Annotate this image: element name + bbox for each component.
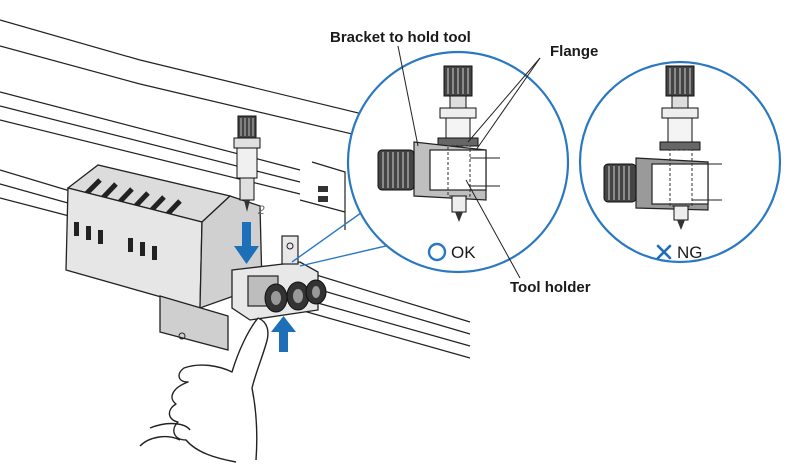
label-bracket-to-hold-tool: Bracket to hold tool bbox=[330, 29, 471, 46]
lift-arrow-up bbox=[271, 316, 296, 352]
step-number: 2 bbox=[257, 203, 265, 217]
plotter-rails bbox=[0, 19, 471, 359]
rail-slots bbox=[318, 186, 328, 202]
label-tool-holder: Tool holder bbox=[510, 279, 591, 296]
ok-circle-icon bbox=[427, 242, 447, 262]
label-flange: Flange bbox=[550, 43, 598, 60]
hand bbox=[139, 317, 269, 463]
insert-arrow-down bbox=[234, 222, 259, 264]
tool-pen bbox=[233, 115, 261, 212]
ok-detail-circle: OK bbox=[346, 50, 570, 274]
callout-leaders bbox=[397, 45, 541, 279]
ng-label: NG bbox=[677, 243, 703, 262]
ng-cross-icon bbox=[656, 244, 672, 260]
ok-label: OK bbox=[451, 243, 476, 262]
carriage bbox=[65, 164, 263, 351]
ng-detail-circle: NG bbox=[578, 60, 782, 264]
holder-assembly bbox=[231, 235, 327, 321]
